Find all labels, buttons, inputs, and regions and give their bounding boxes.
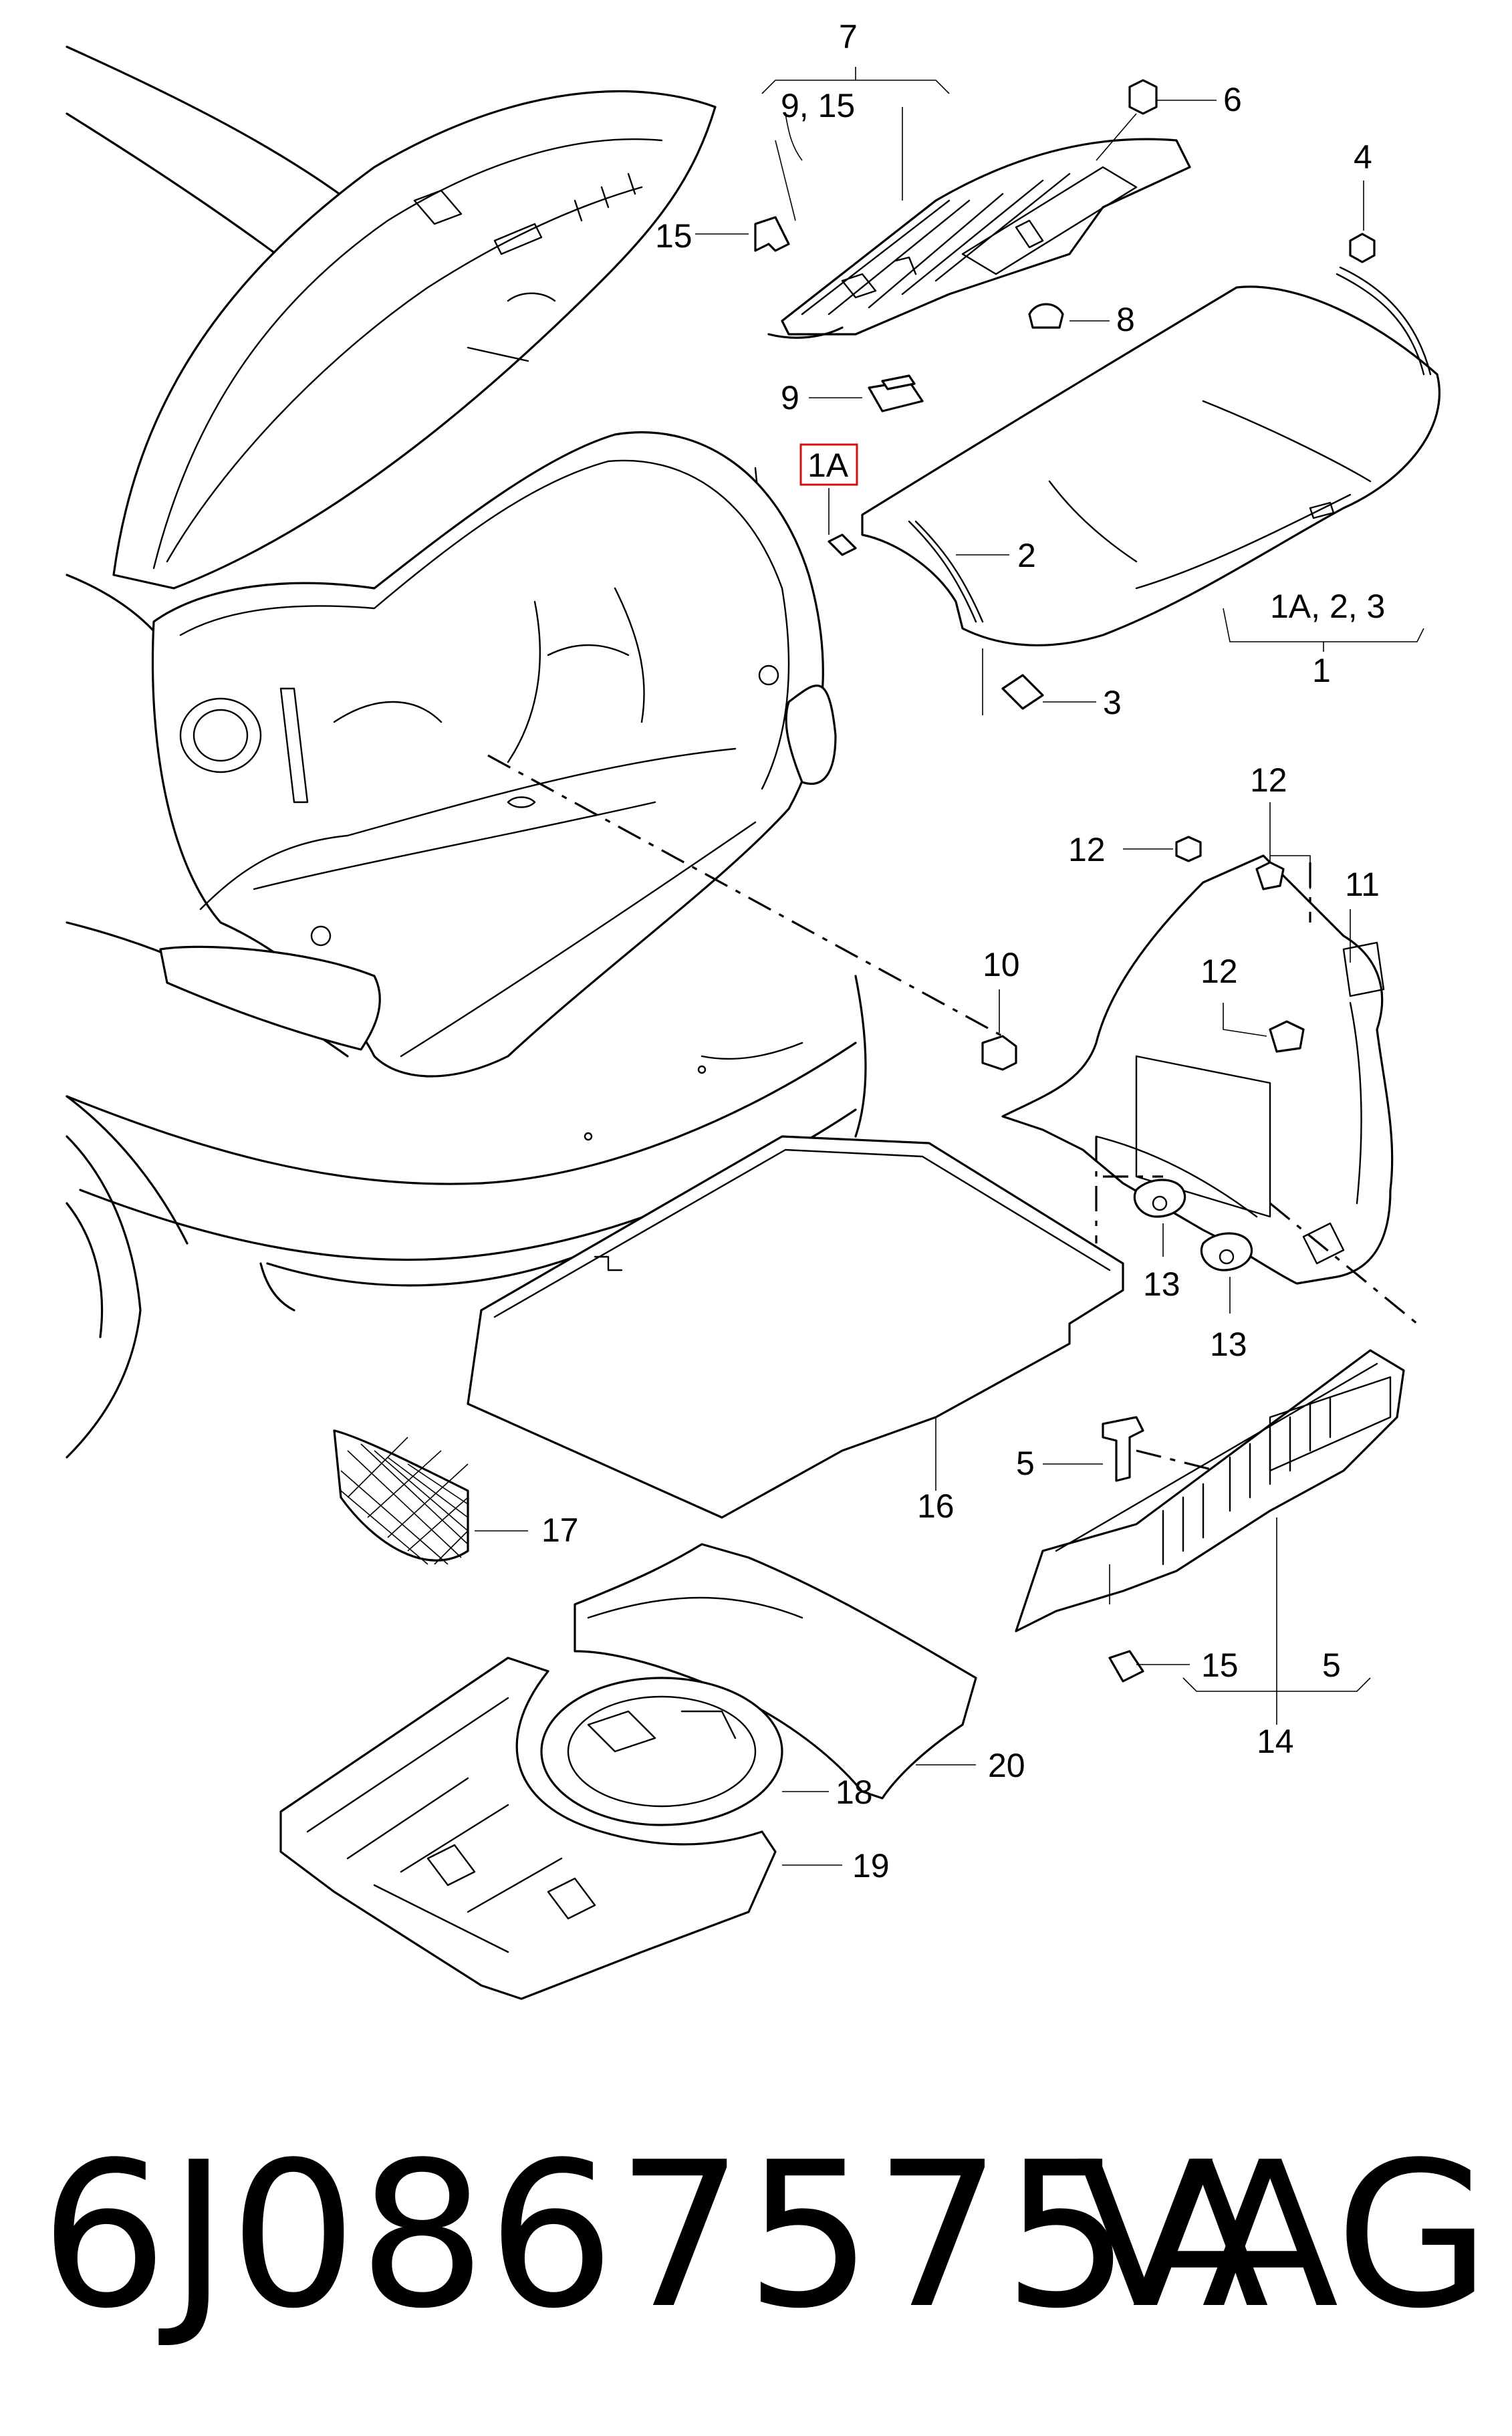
callout-19: 19	[852, 1847, 890, 1884]
callout-4: 4	[1354, 138, 1372, 176]
part-20-spacer	[574, 1543, 977, 1800]
part-16-floor-mat	[467, 1135, 1124, 1519]
caption: 6J0867575A VAG	[40, 2126, 1491, 2346]
callout-12c: 12	[1201, 953, 1238, 990]
callout-18: 18	[836, 1774, 873, 1811]
part-6-clip	[1096, 79, 1217, 161]
part-4-bolt	[1349, 180, 1376, 263]
callout-9: 9	[781, 379, 799, 416]
part-number: 6J0867575A	[40, 2119, 1271, 2352]
part-13-hook-a	[1133, 1179, 1186, 1257]
callout-16: 16	[917, 1487, 955, 1525]
part-18-spare-ring	[540, 1677, 829, 1826]
part-3-clip	[1001, 674, 1044, 710]
part-1-parcel-shelf	[828, 266, 1441, 646]
callout-1: 1	[1312, 652, 1331, 689]
callout-11: 11	[1345, 866, 1380, 903]
callout-20: 20	[988, 1747, 1025, 1784]
callout-12a: 12	[1250, 761, 1287, 799]
part-12-clip-b	[1255, 802, 1311, 890]
part-14-sill-trim	[1015, 1349, 1405, 1632]
part-10-clip	[981, 989, 1017, 1071]
leaders-1	[828, 488, 1424, 715]
car-rear-body	[66, 45, 1003, 1459]
part-12-clip-a	[1123, 836, 1202, 862]
callout-8: 8	[1116, 301, 1135, 338]
callout-10: 10	[983, 946, 1020, 983]
callout-13a: 13	[1143, 1265, 1180, 1303]
callout-12b: 12	[1068, 831, 1106, 868]
part-13-hook-b	[1200, 1232, 1253, 1314]
callout-13b: 13	[1210, 1326, 1247, 1363]
callout-15b: 15	[1201, 1647, 1239, 1684]
callout-5a: 5	[1016, 1445, 1035, 1482]
part-19-foam-tray	[279, 1657, 842, 2000]
brand-name: VAG	[1077, 2119, 1491, 2352]
part-12-clip-c	[1223, 1003, 1305, 1053]
part-5-bracket-upper	[1043, 1416, 1144, 1482]
callout-17: 17	[541, 1511, 579, 1549]
part-17-cargo-net	[333, 1429, 528, 1565]
callout-2: 2	[1017, 537, 1036, 574]
part-11-side-trim	[1001, 854, 1394, 1285]
part-15-clip-upper	[695, 216, 790, 252]
part-8-screw	[1028, 303, 1110, 329]
callout-6: 6	[1223, 81, 1242, 118]
callout-7: 7	[839, 18, 858, 55]
callout-1A-highlight-box	[799, 443, 858, 486]
part-9-cap	[809, 374, 924, 412]
callout-14: 14	[1257, 1723, 1294, 1760]
part-15-clip-lower	[1108, 1517, 1371, 1725]
callout-labels: 7 9, 15 6 4 15 8 9 1A 2 1A, 2, 3 1 3 12 …	[541, 18, 1385, 1884]
callout-5b: 5	[1322, 1647, 1341, 1684]
callout-1A-2-3: 1A, 2, 3	[1270, 588, 1385, 625]
callout-1A-box: 1A	[807, 447, 849, 484]
leaders-7	[761, 67, 950, 221]
callout-15a: 15	[655, 217, 692, 255]
part-7-tailgate-trim	[767, 138, 1191, 339]
callout-3: 3	[1103, 684, 1122, 721]
callout-9-15: 9, 15	[781, 87, 855, 124]
